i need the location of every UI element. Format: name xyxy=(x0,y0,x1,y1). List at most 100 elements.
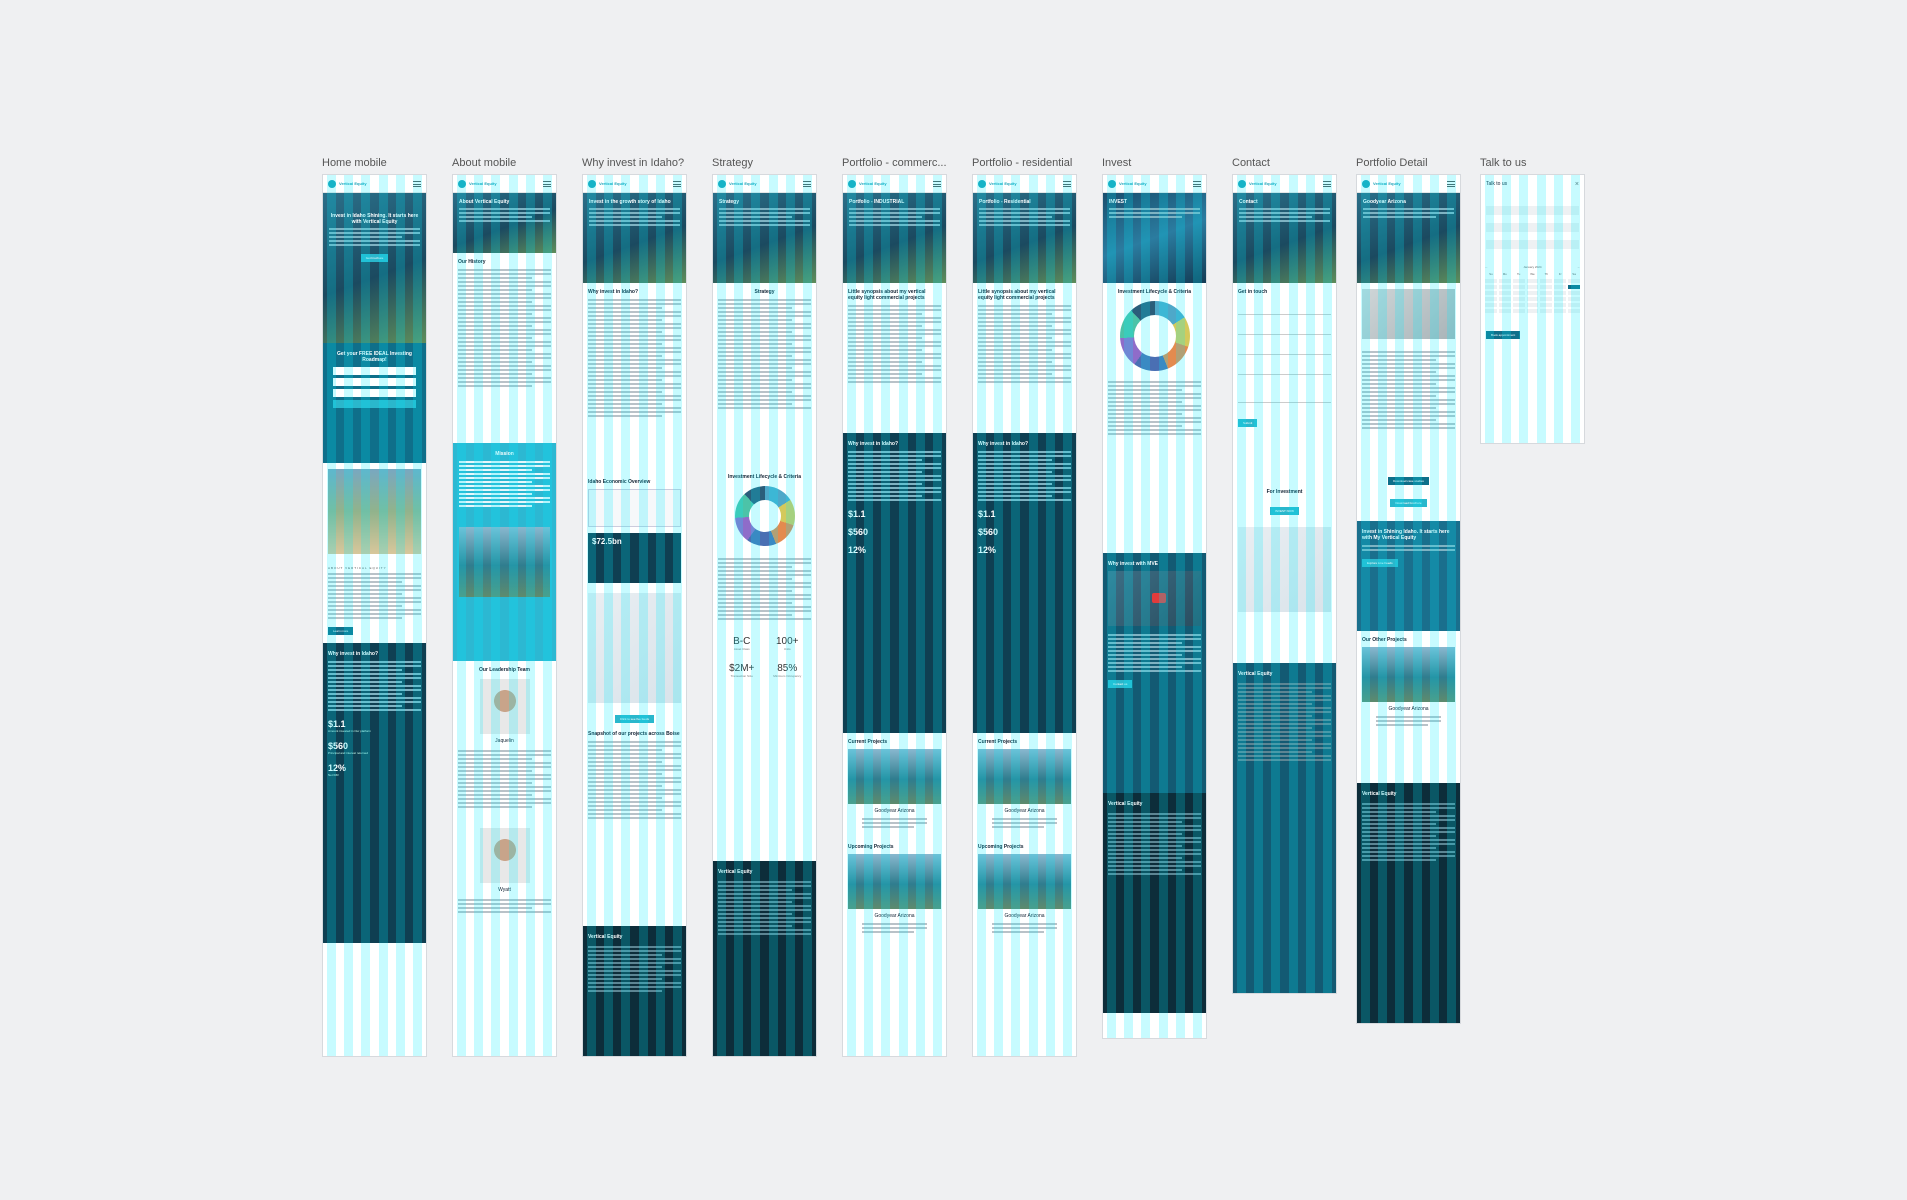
calendar-day[interactable] xyxy=(1540,297,1553,301)
get-brochure-button[interactable]: Get brochure xyxy=(360,254,389,262)
phone-field[interactable] xyxy=(1238,343,1331,355)
calendar-day[interactable] xyxy=(1485,297,1497,301)
calendar-day[interactable] xyxy=(1568,285,1580,289)
calendar-day[interactable] xyxy=(1554,291,1567,295)
submit-button[interactable]: Submit xyxy=(1238,419,1258,427)
calendar-day[interactable] xyxy=(1498,297,1511,301)
project-name[interactable]: Goodyear Arizona xyxy=(1388,706,1429,712)
calendar-day[interactable] xyxy=(1540,309,1553,313)
menu-icon[interactable] xyxy=(673,180,681,187)
calendar-day[interactable] xyxy=(1512,303,1525,307)
email-field[interactable] xyxy=(333,378,416,386)
phone-field[interactable] xyxy=(333,389,416,397)
project-name[interactable]: Goodyear Arizona xyxy=(874,913,915,919)
menu-icon[interactable] xyxy=(1447,180,1455,187)
name-field[interactable] xyxy=(1238,303,1331,315)
project-image[interactable] xyxy=(978,749,1071,804)
phone-field[interactable] xyxy=(1486,240,1579,249)
calendar-day[interactable] xyxy=(1526,285,1539,289)
calendar-day[interactable] xyxy=(1568,279,1580,283)
calendar-day[interactable] xyxy=(1540,279,1553,283)
email-field[interactable] xyxy=(1238,323,1331,335)
calendar-day[interactable] xyxy=(1554,303,1567,307)
calendar-day[interactable] xyxy=(1540,285,1553,289)
company-field[interactable] xyxy=(1238,363,1331,375)
download-case-studies-button[interactable]: Download case studies xyxy=(1388,477,1429,485)
calendar-day[interactable] xyxy=(1512,291,1525,295)
calendar-day[interactable] xyxy=(1498,285,1511,289)
project-image[interactable] xyxy=(848,749,941,804)
menu-icon[interactable] xyxy=(413,180,421,187)
calendar-day[interactable] xyxy=(1526,279,1539,283)
calendar-day[interactable] xyxy=(1540,291,1553,295)
calendar-day[interactable] xyxy=(1498,309,1511,313)
contact-us-button[interactable]: Contact us xyxy=(1108,680,1133,688)
name-field[interactable] xyxy=(1486,223,1579,232)
invest-now-button[interactable]: INVEST NOW xyxy=(1270,507,1299,515)
name-field[interactable] xyxy=(333,367,416,375)
menu-icon[interactable] xyxy=(543,180,551,187)
calendar-day[interactable] xyxy=(1498,291,1511,295)
frame-label: Home mobile xyxy=(322,157,387,169)
calendar-day[interactable] xyxy=(1498,279,1511,283)
calendar-days[interactable] xyxy=(1485,279,1580,313)
frame-canvas[interactable]: Vertical Equity About Vertical Equity Ou… xyxy=(452,174,557,1057)
live-feeds-button[interactable]: Click to see live feeds xyxy=(614,715,654,723)
calendar-day[interactable] xyxy=(1554,309,1567,313)
calendar-day[interactable] xyxy=(1554,297,1567,301)
calendar-day[interactable] xyxy=(1485,309,1497,313)
email-field[interactable] xyxy=(1486,206,1579,215)
frame-canvas[interactable]: Vertical Equity Contact Get in touch Sub… xyxy=(1232,174,1337,994)
calendar-day[interactable] xyxy=(1568,291,1580,295)
project-name[interactable]: Goodyear Arizona xyxy=(1004,913,1045,919)
download-brochure-button[interactable]: Download brochure xyxy=(1390,499,1427,507)
calendar-day[interactable] xyxy=(1568,297,1580,301)
explore-live-feeds-button[interactable]: Explore Live Feeds xyxy=(1362,559,1398,567)
calendar-day[interactable] xyxy=(1485,279,1497,283)
frame-canvas[interactable]: Vertical Equity Portfolio - Residential … xyxy=(972,174,1077,1057)
video-thumbnail[interactable] xyxy=(1108,571,1201,626)
frame-canvas[interactable]: Vertical Equity INVEST Investment Lifecy… xyxy=(1102,174,1207,1039)
project-name[interactable]: Goodyear Arizona xyxy=(874,808,915,814)
submit-button[interactable] xyxy=(333,400,416,408)
menu-icon[interactable] xyxy=(803,180,811,187)
frame-canvas[interactable]: Vertical Equity Invest in the growth sto… xyxy=(582,174,687,1057)
project-image[interactable] xyxy=(848,854,941,909)
menu-icon[interactable] xyxy=(933,180,941,187)
frame-canvas[interactable]: Vertical Equity Invest in Idaho Shining.… xyxy=(322,174,427,1057)
calendar-day[interactable] xyxy=(1485,291,1497,295)
calendar-day[interactable] xyxy=(1526,309,1539,313)
frame-canvas[interactable]: Vertical Equity Strategy Strategy Invest… xyxy=(712,174,817,1057)
learn-more-button[interactable]: Learn more xyxy=(328,627,354,635)
calendar-day[interactable] xyxy=(1512,279,1525,283)
chevron-right-icon[interactable]: → xyxy=(1577,265,1580,269)
chevron-left-icon[interactable]: ← xyxy=(1485,265,1488,269)
calendar-day[interactable] xyxy=(1554,279,1567,283)
menu-icon[interactable] xyxy=(1063,180,1071,187)
calendar-day[interactable] xyxy=(1568,309,1580,313)
project-image[interactable] xyxy=(978,854,1071,909)
calendar-day[interactable] xyxy=(1512,285,1525,289)
calendar-day[interactable] xyxy=(1540,303,1553,307)
calendar-day[interactable] xyxy=(1512,309,1525,313)
calendar-day[interactable] xyxy=(1568,303,1580,307)
calendar-day[interactable] xyxy=(1554,285,1567,289)
message-field[interactable] xyxy=(1238,383,1331,403)
book-appointment-button[interactable]: Book appointment xyxy=(1486,331,1521,339)
close-icon[interactable]: × xyxy=(1574,181,1579,188)
menu-icon[interactable] xyxy=(1323,180,1331,187)
project-image[interactable] xyxy=(1362,647,1455,702)
calendar-day[interactable] xyxy=(1485,303,1497,307)
calendar-day[interactable] xyxy=(1485,285,1497,289)
play-icon[interactable] xyxy=(1152,593,1166,603)
calendar-day[interactable] xyxy=(1526,297,1539,301)
calendar-day[interactable] xyxy=(1526,303,1539,307)
frame-canvas[interactable]: Vertical Equity Portfolio - INDUSTRIAL L… xyxy=(842,174,947,1057)
frame-canvas[interactable]: Vertical Equity Goodyear Arizona Downloa… xyxy=(1356,174,1461,1024)
calendar-day[interactable] xyxy=(1526,291,1539,295)
calendar-day[interactable] xyxy=(1498,303,1511,307)
project-name[interactable]: Goodyear Arizona xyxy=(1004,808,1045,814)
calendar-day[interactable] xyxy=(1512,297,1525,301)
menu-icon[interactable] xyxy=(1193,180,1201,187)
